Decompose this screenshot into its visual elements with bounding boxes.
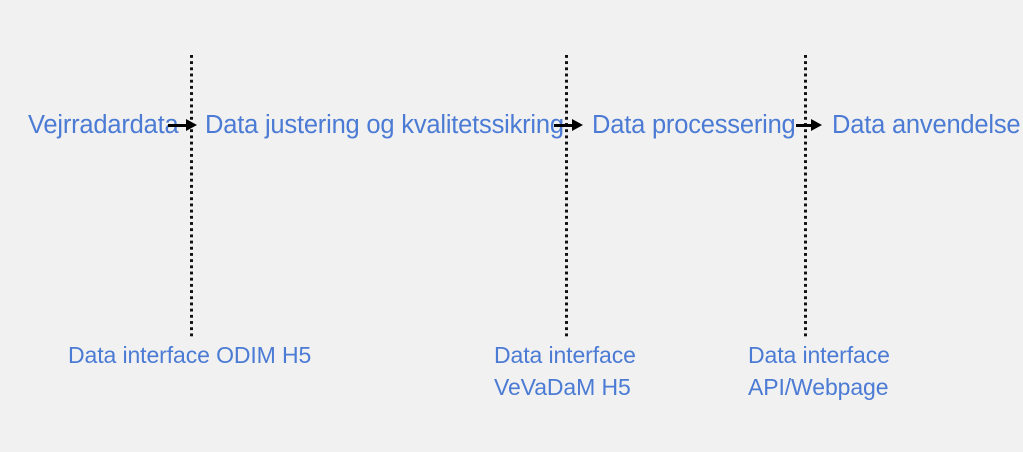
interface-caption-line: Data interface ODIM H5 [68,342,312,368]
stage-label-data-justering-og-kvalitetssikring: Data justering og kvalitetssikring [205,111,564,139]
arrow-head [811,119,822,131]
interface-caption-line: API/Webpage [748,374,889,400]
arrow-head [186,119,197,131]
divider-line-2 [565,55,568,337]
stage-label-data-anvendelse: Data anvendelse [832,111,1021,139]
arrow-shaft [168,124,188,127]
arrow-stage-3-to-4 [796,117,823,133]
arrow-head [572,119,583,131]
interface-caption-api-webpage: Data interface API/Webpage [748,339,890,403]
divider-line-1 [190,55,193,337]
arrow-stage-1-to-2 [168,117,197,133]
arrow-shaft [796,124,813,127]
stage-label-data-processering: Data processering [592,111,796,139]
interface-caption-vevadam-h5: Data interface VeVaDaM H5 [494,339,636,403]
interface-caption-odim-h5: Data interface ODIM H5 [68,339,311,371]
arrow-shaft [554,124,574,127]
interface-caption-line: Data interface [748,342,890,368]
interface-caption-line: VeVaDaM H5 [494,374,631,400]
arrow-stage-2-to-3 [554,117,583,133]
divider-line-3 [804,55,807,337]
interface-caption-line: Data interface [494,342,636,368]
stage-label-vejrradardata: Vejrradardata [28,111,179,139]
